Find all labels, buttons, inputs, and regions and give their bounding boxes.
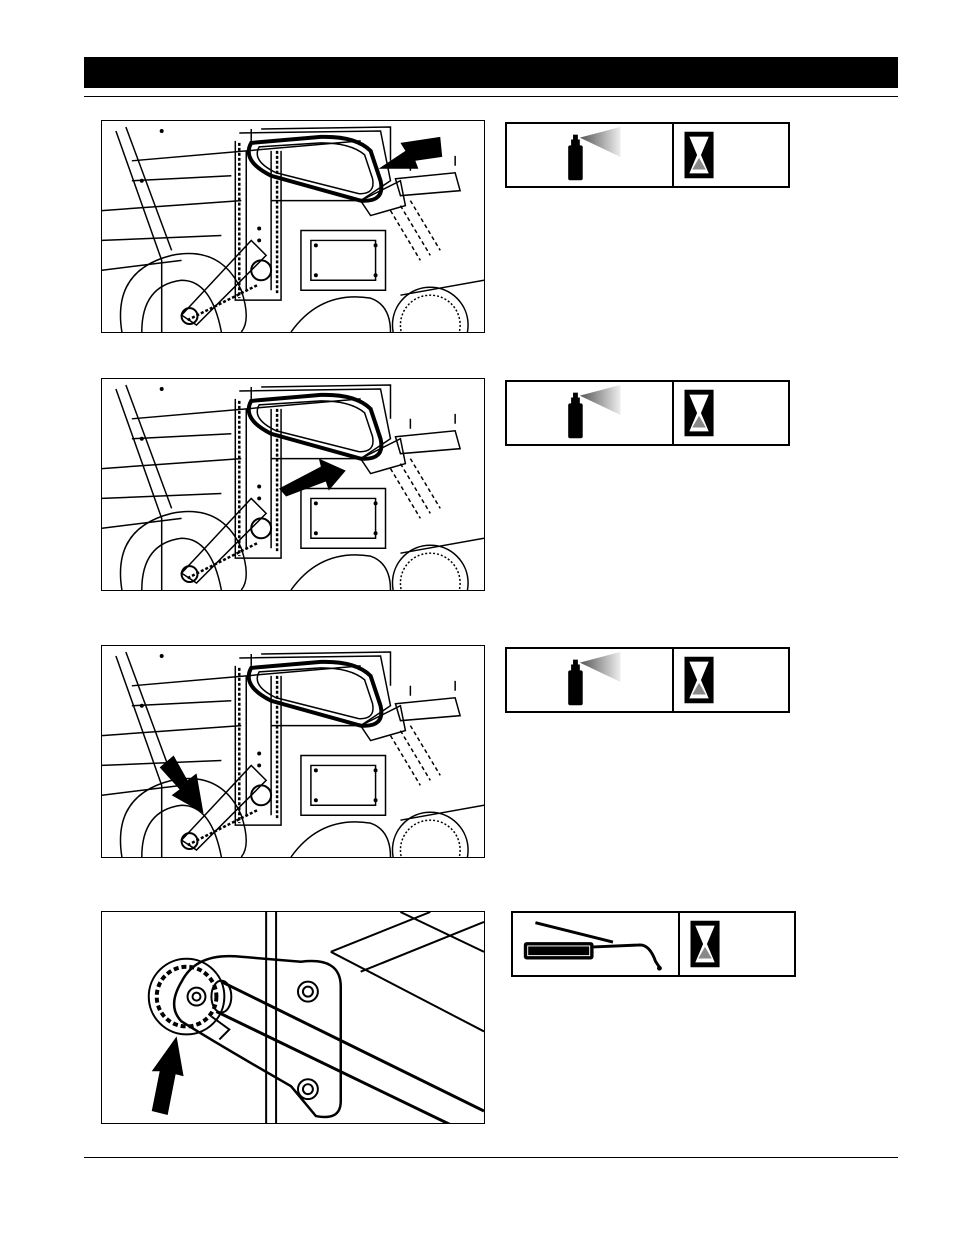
spray-can-cell	[507, 649, 674, 711]
arrow-icon	[379, 137, 443, 169]
interval-cell	[680, 913, 794, 975]
interval-cell	[674, 124, 788, 186]
lubrication-box-2	[505, 380, 790, 446]
hourglass-icon	[674, 649, 788, 711]
header-bar	[84, 57, 898, 88]
hourglass-icon	[674, 124, 788, 186]
arrow-icon	[279, 459, 346, 497]
spray-can-cell	[507, 382, 674, 444]
spray-can-icon	[507, 382, 672, 444]
interval-cell	[674, 382, 788, 444]
lubrication-box-4	[511, 911, 796, 977]
grease-gun-icon	[513, 913, 678, 975]
hourglass-icon	[674, 382, 788, 444]
lubrication-box-1	[505, 122, 790, 188]
figure-2-idler-arm	[101, 378, 485, 591]
lubrication-box-3	[505, 647, 790, 713]
figure-1-belt-guide	[101, 120, 485, 333]
hourglass-icon	[680, 913, 794, 975]
grease-gun-cell	[513, 913, 680, 975]
footer-rule	[84, 1157, 898, 1158]
arrow-icon	[152, 1036, 184, 1115]
interval-cell	[674, 649, 788, 711]
header-rule	[84, 96, 898, 97]
spray-can-cell	[507, 124, 674, 186]
spray-can-icon	[507, 649, 672, 711]
figure-4-shaft-bearing	[101, 911, 485, 1124]
spray-can-icon	[507, 124, 672, 186]
figure-3-lower-sprocket	[101, 645, 485, 858]
